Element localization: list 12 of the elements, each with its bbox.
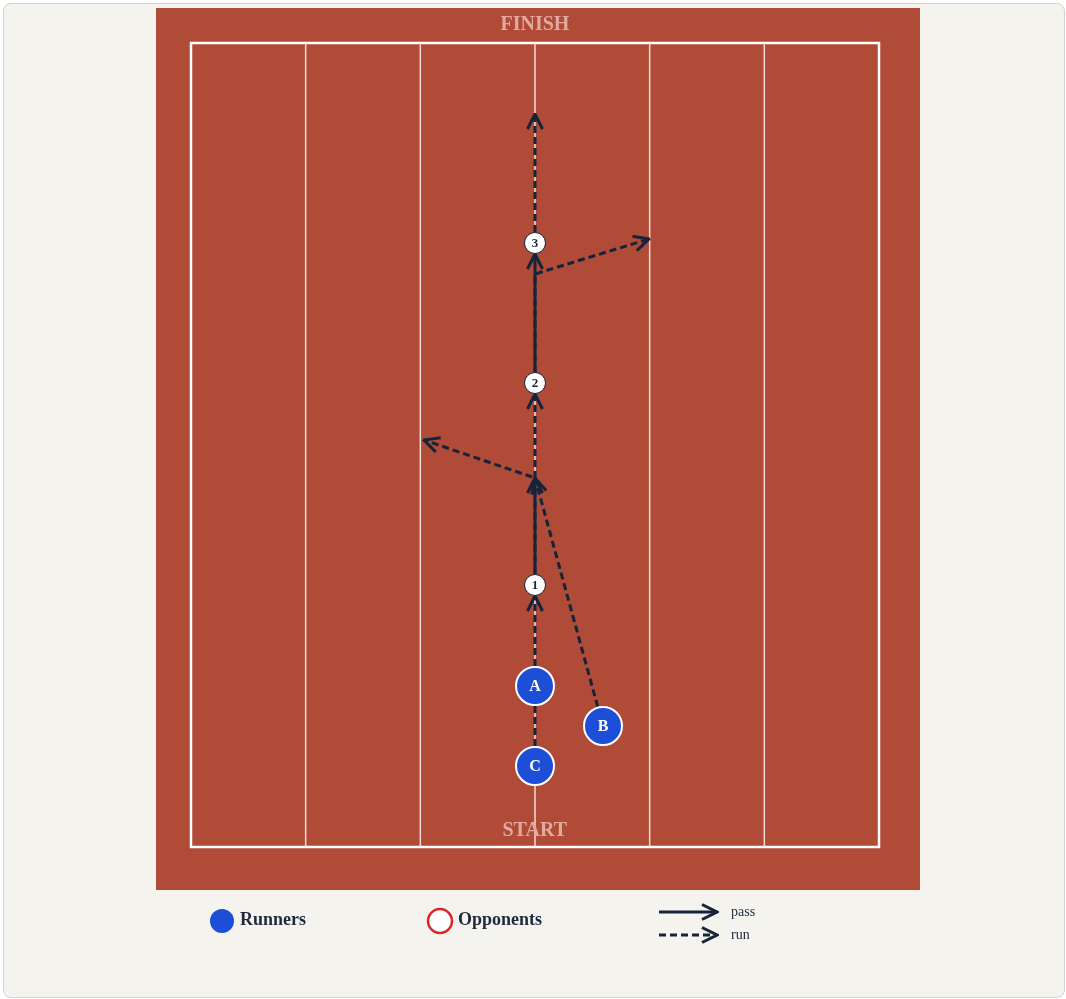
arrow (526, 594, 544, 666)
legend-label: Runners (240, 909, 306, 930)
arrow (526, 392, 544, 478)
arrow (526, 112, 544, 232)
finish-label: FINISH (500, 12, 570, 35)
connector-line (533, 706, 537, 746)
arrow (422, 436, 537, 574)
legend-label: pass (731, 904, 756, 920)
arrow (530, 476, 600, 708)
legend-label: Opponents (458, 909, 543, 930)
arrow (533, 234, 651, 372)
legend-label: run (731, 927, 750, 943)
